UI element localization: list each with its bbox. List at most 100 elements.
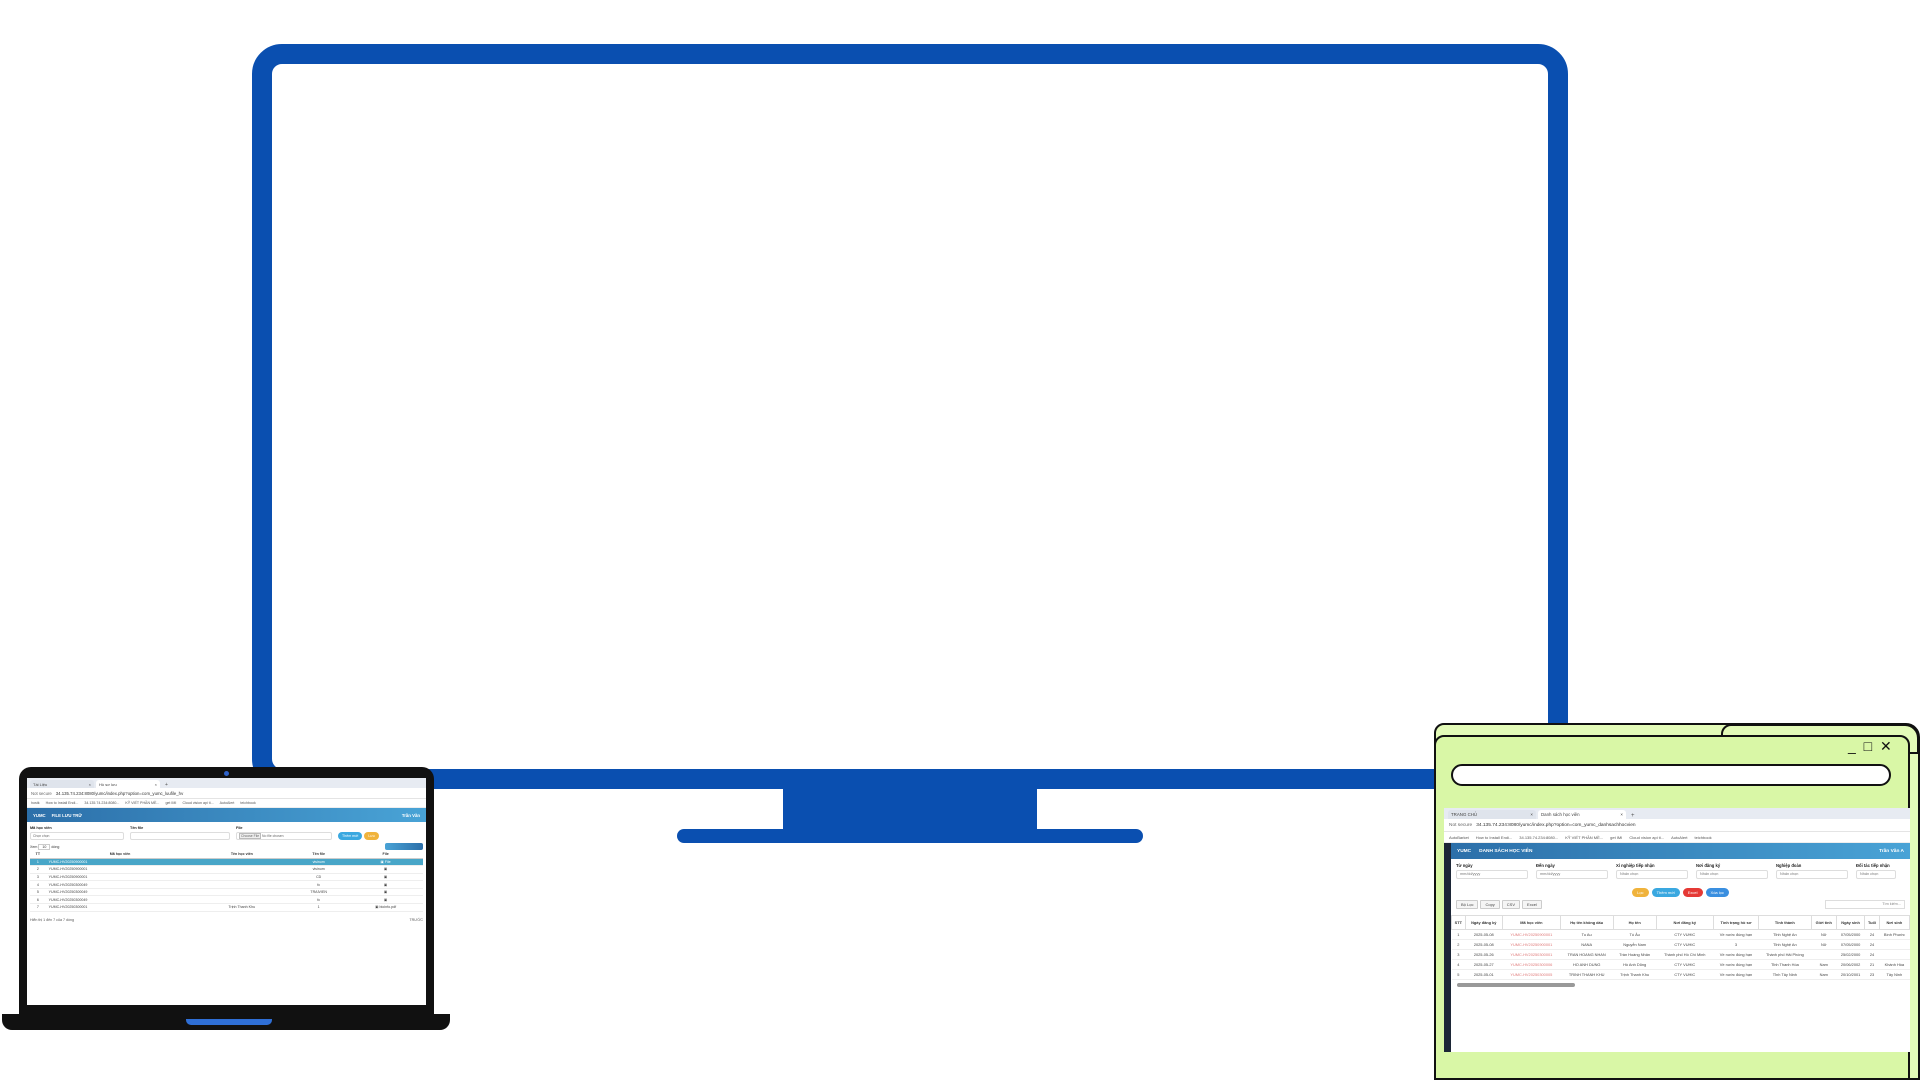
table-search-input[interactable]: Tìm kiếm... [1825,900,1905,909]
column-header[interactable]: Nơi sinh [1878,915,1910,930]
column-header[interactable]: Mã học viên [1501,915,1561,930]
table-cell[interactable]: ▣ [348,865,423,874]
bookmark-item[interactable]: teichbook [240,801,256,805]
bookmark-item[interactable]: KỸ VIẾT PHẦN MỀ... [125,801,160,805]
home-link[interactable]: YUMC [1457,848,1472,854]
enterprise-select[interactable]: Nhấn chọn [1616,870,1688,879]
student-select[interactable]: Chọn chọn [30,832,124,840]
bookmark-item[interactable]: Cloud vision api ti... [1629,834,1665,840]
column-header[interactable]: Nơi đăng ký [1655,915,1714,930]
new-tab-button[interactable]: + [165,782,168,788]
close-icon[interactable]: × [1530,812,1533,817]
bookmark-item[interactable]: How to Install Endi... [1475,834,1513,840]
tool-excel-button[interactable]: Excel [1522,900,1542,909]
folder-search-bar[interactable] [1451,764,1891,786]
window-controls[interactable]: _ □ ✕ [1848,738,1894,754]
from-date-input[interactable]: mm/dd/yyyy [1456,870,1528,879]
search-input[interactable] [385,843,423,850]
column-header[interactable]: Ngày đăng ký [1464,915,1503,930]
bookmark-item[interactable]: hostk [31,801,40,805]
user-menu[interactable]: Trần Văn [401,812,420,818]
browser-tab-active[interactable]: Hồ sơ lưu× [96,780,160,788]
add-button[interactable]: Thêm mới [1651,888,1680,897]
bookmark-item[interactable]: How to Install Endi... [45,801,79,805]
column-header[interactable]: Tên file [289,851,349,859]
union-select[interactable]: Nhấn chọn [1776,870,1848,879]
horizontal-scrollbar[interactable] [1457,983,1575,987]
close-icon[interactable]: × [88,782,91,787]
registration-select[interactable]: Nhấn chọn [1696,870,1768,879]
column-header[interactable]: Giới tính [1810,915,1837,930]
tool-csv-button[interactable]: CSV [1501,900,1521,909]
bookmark-item[interactable]: Cloud vision api ti... [182,801,214,805]
table-cell[interactable]: ▣ [348,880,423,889]
user-menu[interactable]: Trần Văn A [1879,848,1904,854]
column-header[interactable]: Họ tên [1612,915,1657,930]
table-cell[interactable]: ▣ File [348,858,423,867]
column-header[interactable]: TT [30,851,46,859]
column-header[interactable]: Mã học viên [45,851,195,859]
column-header[interactable]: File [348,851,423,859]
address-bar[interactable]: Not secure 34.135.74.234:8080/yumc/index… [1444,819,1910,832]
partner-select[interactable]: Nhấn chọn [1856,870,1896,879]
add-button[interactable]: Thêm mới [338,832,363,840]
bookmark-item[interactable]: get IMI [165,801,177,805]
new-tab-button[interactable]: + [1631,813,1635,819]
bookmark-item[interactable]: AutoBarket [1449,834,1469,840]
tool-filter-button[interactable]: Bộ Lọc [1456,900,1479,909]
column-header[interactable]: Tình trạng hồ sơ [1712,915,1760,930]
filter-button[interactable]: Lọc [1632,888,1649,897]
column-header[interactable]: Tỉnh thành [1758,915,1812,930]
table-cell[interactable]: ▣ [348,873,423,882]
column-header[interactable]: Họ tên không dấu [1559,915,1614,930]
home-link[interactable]: YUMC [33,812,46,818]
choose-file-button[interactable]: Choose File [239,833,262,839]
table-cell[interactable]: ▣ [348,888,423,897]
bookmark-item[interactable]: 34.135.74.234:8080... [1519,834,1559,840]
bookmark-item[interactable]: 34.135.74.234:8080... [84,801,120,805]
pagination-prev[interactable]: TRƯỚC [409,917,423,922]
column-header[interactable]: Tuổi [1864,915,1880,930]
clear-filter-button[interactable]: Xóa lọc [1705,888,1729,897]
table-cell: 25/02/2000 [1836,949,1865,960]
bookmark-item[interactable]: teichbook [1694,834,1712,840]
bookmark-item[interactable]: KỸ VIẾT PHẦN MỀ... [1565,834,1604,840]
page-size-select[interactable]: 10 [38,843,51,850]
close-icon[interactable]: × [154,782,157,787]
browser-tab[interactable]: Tài Liệu× [30,780,94,788]
bookmark-item[interactable]: AutoAlert [219,801,235,805]
browser-tab-active[interactable]: Danh sách học viên× [1538,810,1626,819]
tool-copy-button[interactable]: Copy [1480,900,1500,909]
table-cell: visinum [289,858,349,867]
bookmark-item[interactable]: get IMI [1610,834,1623,840]
to-date-input[interactable]: mm/dd/yyyy [1536,870,1608,879]
file-input[interactable]: Choose File No file chosen [236,832,332,840]
bookmark-item[interactable]: AutoAlert [1671,834,1688,840]
save-button[interactable]: Lưu [364,832,379,840]
table-cell: Tú Âu [1613,929,1657,940]
column-header[interactable]: STT [1451,915,1466,930]
table-cell: 3 [1713,939,1759,950]
excel-button[interactable]: Excel [1682,888,1703,897]
filename-input[interactable] [130,832,230,840]
table-cell[interactable]: ▣ [348,895,423,905]
column-header[interactable]: Tên học viên [194,851,290,859]
table-cell: 2 [1451,939,1466,950]
close-icon[interactable]: × [1620,812,1623,817]
table-cell[interactable]: ▣ bioinfo.pdf [348,903,423,912]
column-header[interactable]: Ngày sinh [1835,915,1866,930]
browser-tab[interactable]: TRANG CHỦ× [1448,810,1536,819]
address-bar[interactable]: Not secure 34.135.74.234:8080/yumc/index… [27,788,426,799]
